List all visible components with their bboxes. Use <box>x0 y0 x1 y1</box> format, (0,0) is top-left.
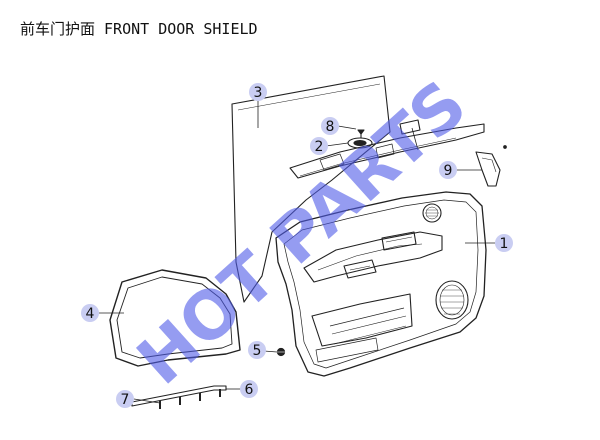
callout-clip: 5 <box>248 341 266 359</box>
part-clip <box>276 347 286 357</box>
callout-bubble <box>321 117 339 135</box>
callout-number: 8 <box>326 119 335 135</box>
callout-bubble <box>439 161 457 179</box>
callout-weather-seal: 4 <box>81 304 99 322</box>
callout-number: 3 <box>254 85 263 101</box>
callout-bubble <box>240 380 258 398</box>
callout-bubble <box>495 234 513 252</box>
callout-bubble <box>116 390 134 408</box>
callout-number: 9 <box>444 163 453 179</box>
diagram-title: 前车门护面 FRONT DOOR SHIELD <box>20 20 258 38</box>
watermark: HOT PARTS <box>123 66 482 400</box>
callout-handle-bezel: 2 <box>310 137 328 155</box>
callout-door-trim-panel: 1 <box>495 234 513 252</box>
part-upper-trim-strip <box>289 119 485 179</box>
part-mirror-cover <box>475 151 501 187</box>
part-vapor-barrier <box>231 75 391 303</box>
callout-bubble <box>248 341 266 359</box>
callout-mirror-cover: 9 <box>439 161 457 179</box>
leader-lines <box>99 101 495 404</box>
callout-vapor-barrier-sheet: 3 <box>249 83 267 101</box>
callout-number: 2 <box>315 139 324 155</box>
callout-number: 1 <box>500 236 509 252</box>
callouts: 1 2 3 4 5 6 7 8 9 <box>81 83 513 408</box>
callout-bubble <box>249 83 267 101</box>
callout-screw: 8 <box>321 117 339 135</box>
part-door-trim <box>275 191 487 377</box>
callout-number: 5 <box>253 343 262 359</box>
callout-window-strip: 7 <box>116 390 134 408</box>
fastener-dot <box>503 145 507 149</box>
part-window-strip <box>131 385 227 409</box>
callout-window-strip-end: 6 <box>240 380 258 398</box>
part-weather-seal <box>109 269 241 367</box>
callout-bubble <box>81 304 99 322</box>
callout-number: 6 <box>245 382 254 398</box>
part-screw <box>357 129 365 138</box>
callout-number: 7 <box>121 392 130 408</box>
callout-number: 4 <box>86 306 95 322</box>
callout-bubble <box>310 137 328 155</box>
